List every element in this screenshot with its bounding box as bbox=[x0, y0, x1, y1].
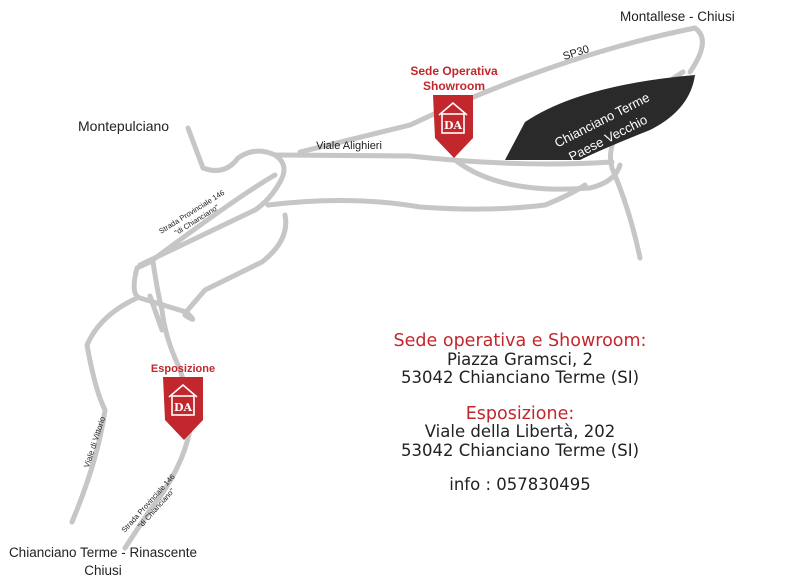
road-sp146-mid bbox=[150, 259, 178, 361]
marker-sede-logo: DA bbox=[444, 119, 463, 132]
address-info-panel: Sede operativa e Showroom: Piazza Gramsc… bbox=[370, 332, 670, 495]
road-viale-alighieri bbox=[272, 152, 615, 167]
marker-sede-house-icon bbox=[438, 101, 468, 134]
esposizione-address-line2: 53042 Chianciano Terme (SI) bbox=[400, 440, 640, 460]
road-cross-link bbox=[265, 182, 588, 212]
esposizione-address-line1: Viale della Libertà, 202 bbox=[424, 422, 616, 441]
place-rinascente: Chianciano Terme - Rinascente bbox=[9, 545, 197, 560]
marker-esposizione-house-icon bbox=[168, 383, 198, 416]
sede-heading: Sede operativa e Showroom: bbox=[393, 331, 647, 351]
marker-esposizione-label: Esposizione bbox=[151, 363, 215, 375]
area-paese-vecchio bbox=[505, 75, 695, 160]
road-mid-connector bbox=[147, 293, 165, 333]
road-montepulciano bbox=[185, 125, 287, 185]
place-chiusi: Chiusi bbox=[84, 563, 122, 578]
sede-address-line1: Piazza Gramsci, 2 bbox=[447, 349, 593, 369]
marker-sede-label-line1: Sede Operativa bbox=[410, 64, 498, 78]
road-label-viale-alighieri: Viale Alighieri bbox=[316, 140, 382, 152]
contact-info[interactable]: info : 057830495 bbox=[449, 475, 591, 494]
place-montallese: Montallese - Chiusi bbox=[620, 9, 735, 24]
marker-esposizione-logo: DA bbox=[174, 401, 193, 414]
road-viale-vittorio bbox=[69, 295, 140, 525]
sede-address-line2: 53042 Chianciano Terme (SI) bbox=[400, 368, 640, 387]
marker-sede-label-line2: Showroom bbox=[423, 79, 485, 93]
place-montepulciano: Montepulciano bbox=[78, 118, 169, 134]
road-label-sp146-lower-1: Strada Provinciale 146 bbox=[120, 472, 177, 534]
road-loop-inner bbox=[183, 212, 289, 315]
road-sp146-upper bbox=[147, 172, 278, 265]
road-south-of-town bbox=[452, 157, 623, 192]
marker-esposizione[interactable]: Esposizione DA bbox=[151, 363, 215, 440]
esposizione-heading: Esposizione: bbox=[465, 403, 575, 424]
marker-sede-operativa[interactable]: Sede Operativa Showroom DA bbox=[410, 64, 498, 158]
road-inner-loop bbox=[137, 179, 283, 268]
road-west-spine bbox=[131, 259, 196, 322]
